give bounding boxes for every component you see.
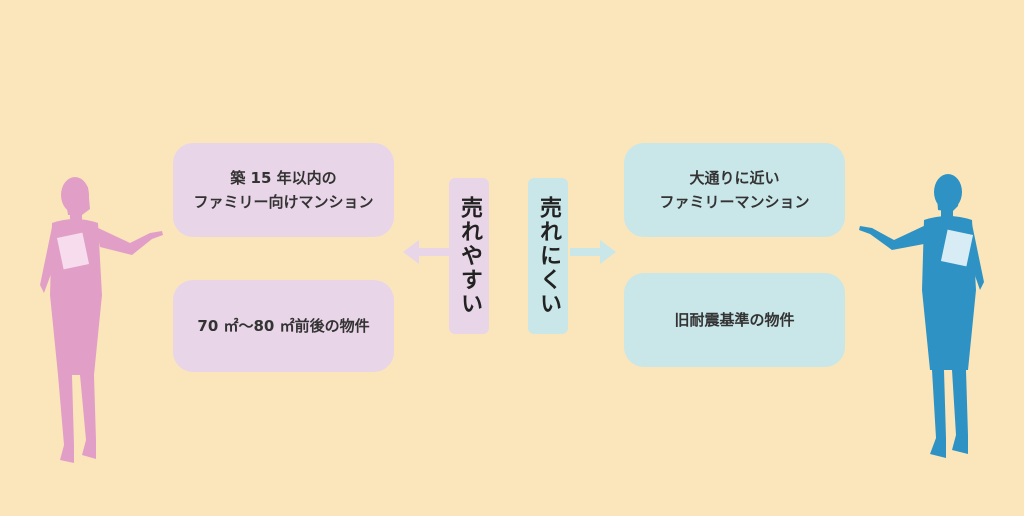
easy-sell-item-2-line1: 70 ㎡〜80 ㎡前後の物件 (197, 317, 370, 335)
hard-to-sell-tag: 売れにくい (528, 178, 568, 334)
easy-sell-item-1: 築 15 年以内の ファミリー向けマンション (173, 143, 394, 237)
hard-sell-item-1-line1: 大通りに近い (689, 169, 780, 187)
hard-sell-item-1: 大通りに近い ファミリーマンション (624, 143, 845, 237)
easy-sell-item-1-line2: ファミリー向けマンション (193, 193, 374, 211)
businesswoman-silhouette-left (40, 177, 163, 463)
easy-sell-item-2: 70 ㎡〜80 ㎡前後の物件 (173, 280, 394, 372)
left-arrow-icon (403, 240, 449, 264)
easy-to-sell-tag: 売れやすい (449, 178, 489, 334)
easy-sell-item-1-line1: 築 15 年以内の (230, 169, 337, 187)
hard-sell-item-1-line2: ファミリーマンション (659, 193, 810, 211)
right-arrow-icon (570, 240, 616, 264)
businesswoman-silhouette-right (859, 174, 984, 458)
hard-sell-item-2: 旧耐震基準の物件 (624, 273, 845, 367)
hard-sell-item-2-line1: 旧耐震基準の物件 (674, 311, 795, 329)
